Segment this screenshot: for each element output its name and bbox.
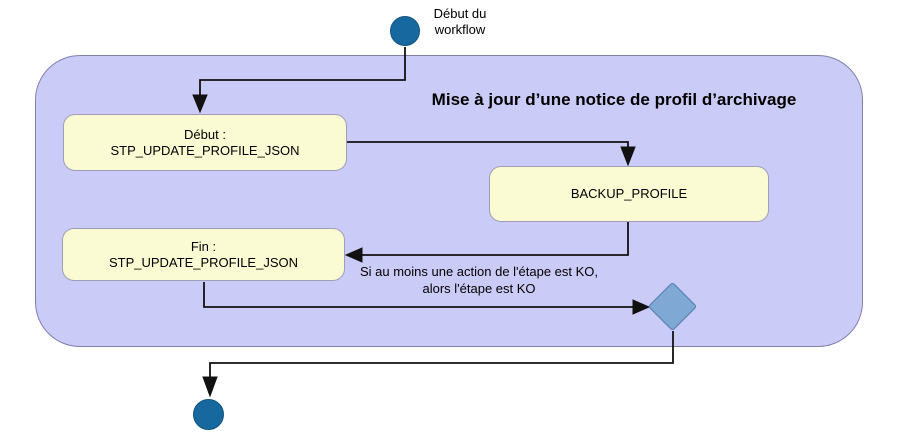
ko-annotation-line1: Si au moins une action de l'étape est KO…: [359, 264, 599, 279]
start-node: [390, 16, 420, 46]
edge-decision-to-end: [209, 331, 674, 378]
activity-backup-profile-label: BACKUP_PROFILE: [570, 186, 688, 201]
edge-step-end-to-decision: [203, 282, 634, 308]
ko-condition-annotation: Si au moins une action de l'étape est KO…: [360, 263, 598, 297]
edge-start-to-step-begin: [199, 47, 406, 96]
activity-step-begin-line2: STP_UPDATE_PROFILE_JSON: [110, 142, 300, 158]
activity-step-end-line1: Fin :: [190, 238, 217, 254]
arrowhead-into-step-end: [344, 247, 363, 263]
activity-backup-profile: BACKUP_PROFILE: [489, 166, 769, 222]
activity-step-end-line2: STP_UPDATE_PROFILE_JSON: [108, 254, 299, 270]
start-label-line2: workflow: [434, 22, 486, 37]
edge-step-begin-to-backup: [347, 141, 629, 148]
arrowhead-into-decision: [632, 299, 651, 315]
arrowhead-into-step-begin: [192, 94, 208, 114]
start-node-label: Début du workflow: [424, 6, 496, 38]
ko-annotation-line2: alors l'étape est KO: [422, 281, 536, 296]
partition-title: Mise à jour d’une notice de profil d’arc…: [431, 90, 797, 109]
activity-step-end: Fin : STP_UPDATE_PROFILE_JSON: [62, 228, 345, 281]
start-label-line1: Début du: [433, 6, 487, 21]
end-node: [193, 399, 224, 430]
activity-step-begin-line1: Début :: [184, 126, 226, 142]
arrowhead-into-backup: [620, 146, 636, 167]
edge-backup-to-step-end: [361, 222, 629, 256]
activity-step-begin: Début : STP_UPDATE_PROFILE_JSON: [63, 114, 347, 171]
arrowhead-into-end-node: [202, 376, 218, 398]
